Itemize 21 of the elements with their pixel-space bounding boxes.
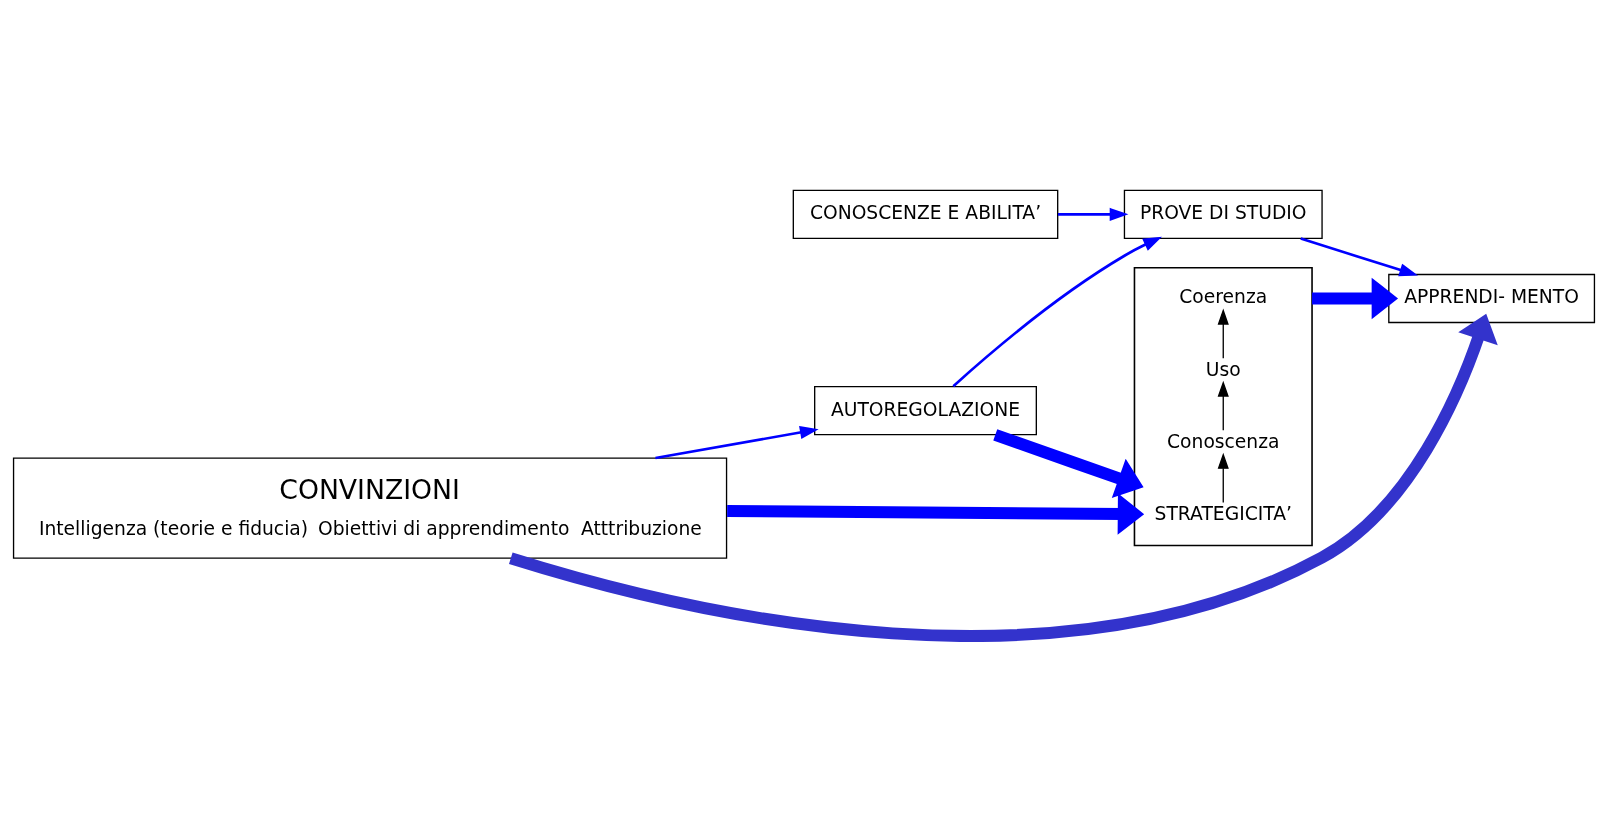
arrow <box>1312 277 1399 319</box>
node-box: CONOSCENZE E ABILITA’ <box>792 189 1059 239</box>
arrow <box>952 236 1162 387</box>
node-box: AUTOREGOLAZIONE <box>814 385 1037 435</box>
arrow <box>1217 380 1229 431</box>
node-text: Conoscenza <box>1167 430 1280 452</box>
node-text: Uso <box>1205 358 1241 380</box>
arrow <box>655 425 819 459</box>
node-box: CONVINZIONI Intelligenza (teorie e fiducia) Obiettivi di apprendimento Atttribuzione <box>12 456 728 559</box>
node-box: PROVE DI STUDIO <box>1123 189 1323 239</box>
arrow <box>1217 308 1229 359</box>
arrow <box>1058 207 1129 221</box>
cluster <box>1133 266 1313 546</box>
arrow <box>1217 452 1229 503</box>
arrow <box>1300 236 1418 276</box>
arrow <box>509 313 1498 642</box>
node-box: APPRENDI- MENTO <box>1388 273 1596 323</box>
node-text: STRATEGICITA’ <box>1154 502 1292 524</box>
node-text: Coerenza <box>1179 285 1268 307</box>
arrow <box>727 492 1145 535</box>
arrow <box>993 428 1144 498</box>
